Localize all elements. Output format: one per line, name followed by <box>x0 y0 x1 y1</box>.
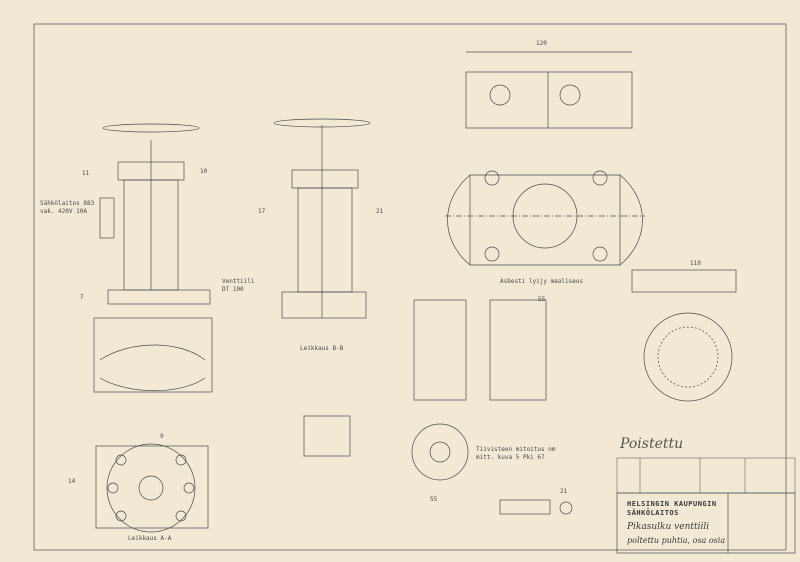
valve-elevation <box>93 123 213 393</box>
note-mid-2: mitt. kuva 5 Pki 67 <box>476 454 545 461</box>
section-bb <box>273 118 371 319</box>
part-label-21b: 21 <box>560 488 568 495</box>
part-label-10: 10 <box>200 168 208 175</box>
part-label-7: 7 <box>80 294 84 301</box>
part-label-14: 14 <box>68 478 76 485</box>
title-block: HELSINGIN KAUPUNGIN SÄHKÖLAITOS Pikasulk… <box>617 493 795 553</box>
drawing-title: Pikasulku venttiili <box>627 522 710 532</box>
label-section-aa: Leikkaus A-A <box>128 535 172 542</box>
small-block <box>303 415 351 457</box>
label-section-bb: Leikkaus B-B <box>300 345 344 352</box>
note-mid-1: Tiivisteen mitoitus nm <box>476 446 556 453</box>
org-name-line2: SÄHKÖLAITOS <box>627 509 679 517</box>
org-name-line1: HELSINGIN KAUPUNGIN <box>627 500 717 508</box>
stamp-poistettu: Poistettu <box>620 436 684 452</box>
disc-section <box>631 269 737 293</box>
note-center: Asbesti lyijy maaliseos <box>500 278 584 285</box>
drawing-subtitle: poltettu puhtia, osa osia <box>627 536 726 545</box>
dim-110: 110 <box>690 260 701 267</box>
dim-120: 120 <box>536 40 547 47</box>
disc-plan <box>643 312 733 402</box>
border-frame <box>33 23 787 551</box>
note-flange-1: Venttiili <box>222 278 255 285</box>
dim-55: 55 <box>538 296 546 303</box>
washer-plan <box>411 423 469 481</box>
dim-55b: 55 <box>430 496 438 503</box>
top-block <box>465 51 633 129</box>
note-left-2: vak. 420V 10A <box>40 208 87 215</box>
part-label-17: 17 <box>258 208 266 215</box>
plate-plan <box>445 170 645 266</box>
bushing-section <box>413 299 467 401</box>
part-label-21: 21 <box>376 208 384 215</box>
part-label-9: 9 <box>160 433 164 440</box>
sleeve-section <box>489 299 547 401</box>
note-left-1: Sähkölaitos 883 <box>40 200 95 207</box>
parts-list-grid <box>616 457 796 494</box>
note-flange-2: DT 100 <box>222 286 244 293</box>
part-label-11: 11 <box>82 170 90 177</box>
flange-plan <box>95 443 209 533</box>
pin-part <box>499 499 551 515</box>
